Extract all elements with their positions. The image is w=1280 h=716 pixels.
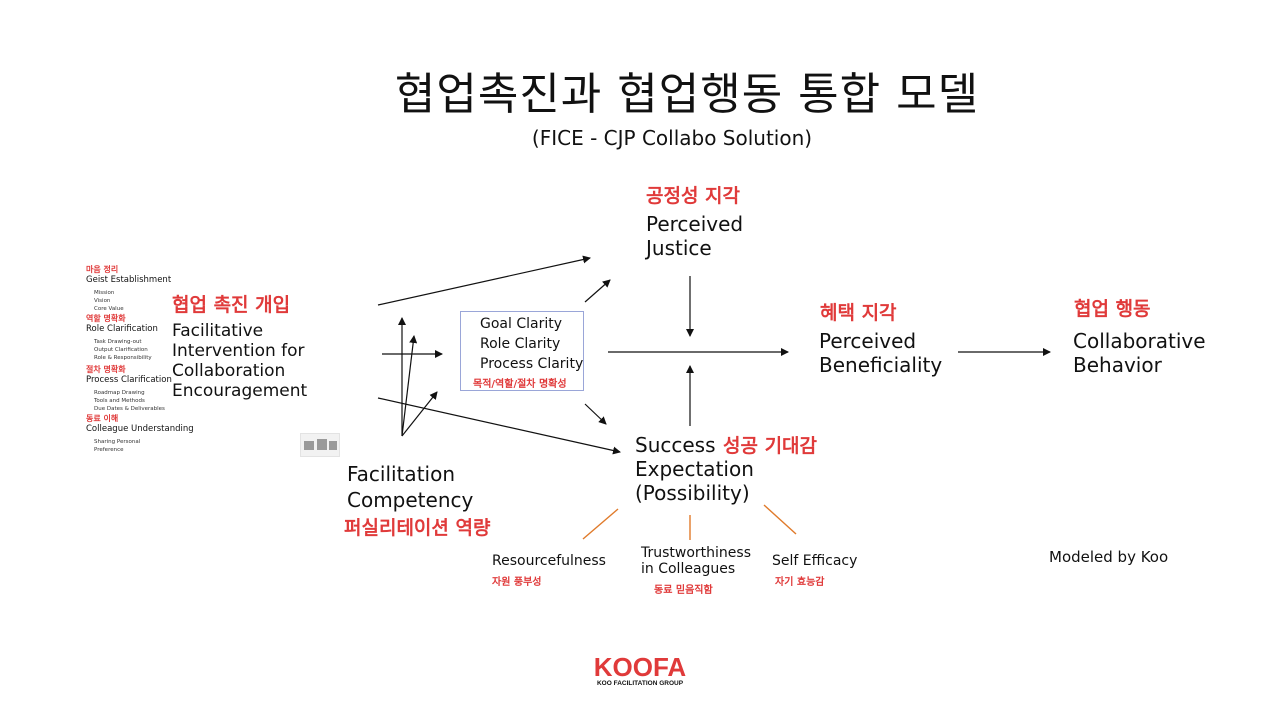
success-en-first: Success [635,433,716,457]
behavior-line: Behavior [1073,353,1162,377]
sidebar-title: Role Clarification [86,324,158,334]
koofa-logo: KOOFA [593,652,687,682]
sidebar-block-process: 절차 명확화 Process Clarification Roadmap Dra… [86,364,172,413]
page-subtitle: (FICE - CJP Collabo Solution) [531,126,813,150]
behavior-kr-label: 협업 행동 [1074,298,1151,320]
arrow-competency-to-clarity-path [401,335,418,437]
success-line: Expectation [635,457,754,481]
thumbnail-image [300,433,340,457]
arrow-clarity-to-success [584,403,607,425]
resourcefulness-label: Resourcefulness [492,553,606,569]
beneficiality-en-label: Perceived Beneficiality [819,329,942,377]
sidebar-subitem: Preference [94,447,124,453]
koofa-logo-tagline: KOO FACILITATION GROUP [596,680,684,687]
sidebar-subitem: Output Clarification [94,347,148,353]
resourcefulness-kr-label: 자원 풍부성 [492,577,542,588]
trustworthiness-line: Trustworthiness [641,545,752,561]
competency-en-label: Facilitation Competency [347,461,473,513]
intervention-kr-label: 협업 촉진 개입 [172,294,291,316]
sidebar-title: Geist Establishment [86,275,172,285]
line-resourcefulness [582,508,619,540]
role-clarity-label: Role Clarity [480,336,561,352]
sidebar-subitem: Roadmap Drawing [94,390,145,396]
behavior-en-label: Collaborative Behavior [1073,329,1206,377]
justice-line: Justice [646,236,712,260]
competency-line: Competency [347,488,474,512]
beneficiality-kr-label: 혜택 지각 [820,302,897,324]
sidebar-heading: 절차 명확화 [86,365,126,374]
sidebar-subitem: Sharing Personal [94,439,141,445]
competency-kr-label: 퍼실리테이션 역량 [344,517,491,539]
page-title: 협업촉진과 협업행동 통합 모델 [394,69,980,120]
clarity-list: Goal Clarity Role Clarity Process Clarit… [480,314,583,374]
sidebar-heading: 마음 정리 [86,265,119,274]
sidebar-subitem: Vision [94,298,111,304]
success-en-rest: Expectation (Possibility) [635,457,754,505]
process-clarity-label: Process Clarity [480,356,584,372]
model-credit: Modeled by Koo [1049,548,1169,566]
justice-en-label: Perceived Justice [646,212,743,260]
clarity-kr-label: 목적/역할/절차 명확성 [473,379,567,390]
sidebar-subitem: Core Value [94,306,124,312]
intervention-line: Facilitative [172,321,264,341]
line-self-efficacy [763,504,797,535]
sidebar-title: Process Clarification [86,375,172,385]
sidebar-subitem: Mission [94,290,115,296]
competency-line: Facilitation [347,462,455,486]
arrow-competency-to-success-path [401,391,438,437]
justice-line: Perceived [646,212,744,236]
arrow-clarity-to-justice [584,279,611,303]
trustworthiness-line: in Colleagues [641,561,736,577]
intervention-line: Intervention for [172,341,305,361]
success-line: (Possibility) [635,481,750,505]
sidebar-title: Colleague Understanding [86,424,194,434]
trustworthiness-label: Trustworthiness in Colleagues [641,545,751,577]
sidebar-subitem: Task Drawing-out [94,339,142,345]
sidebar-subitem: Tools and Methods [94,398,145,404]
sidebar-block-colleague: 동료 이해 Colleague Understanding Sharing Pe… [86,413,194,454]
sidebar-heading: 역할 명확화 [86,314,126,323]
self-efficacy-label: Self Efficacy [772,553,857,569]
self-efficacy-line: Self Efficacy [772,553,858,569]
resourcefulness-line: Resourcefulness [492,553,606,569]
sidebar-subitem: Due Dates & Deliverables [94,406,165,412]
intervention-line: Encouragement [172,381,308,401]
intervention-en-label: Facilitative Intervention for Collaborat… [172,321,307,401]
sidebar-block-role: 역할 명확화 Role Clarification Task Drawing-o… [86,313,158,362]
sidebar-block-geist: 마음 정리 Geist Establishment Mission Vision… [86,264,171,313]
goal-clarity-label: Goal Clarity [480,316,562,332]
intervention-line: Collaboration [172,361,286,381]
beneficiality-line: Beneficiality [819,353,943,377]
behavior-line: Collaborative [1073,329,1206,353]
sidebar-subitem: Role & Responsibility [94,355,152,361]
arrow-intervention-to-success [377,397,621,455]
sidebar-heading: 동료 이해 [86,414,119,423]
self-efficacy-kr-label: 자기 효능감 [775,577,825,588]
beneficiality-line: Perceived [819,329,917,353]
justice-kr-label: 공정성 지각 [646,185,741,207]
trustworthiness-kr-label: 동료 믿음직함 [654,585,713,596]
clarity-box [460,311,584,391]
arrow-intervention-to-justice [377,255,591,306]
success-kr-label: 성공 기대감 [723,435,818,457]
